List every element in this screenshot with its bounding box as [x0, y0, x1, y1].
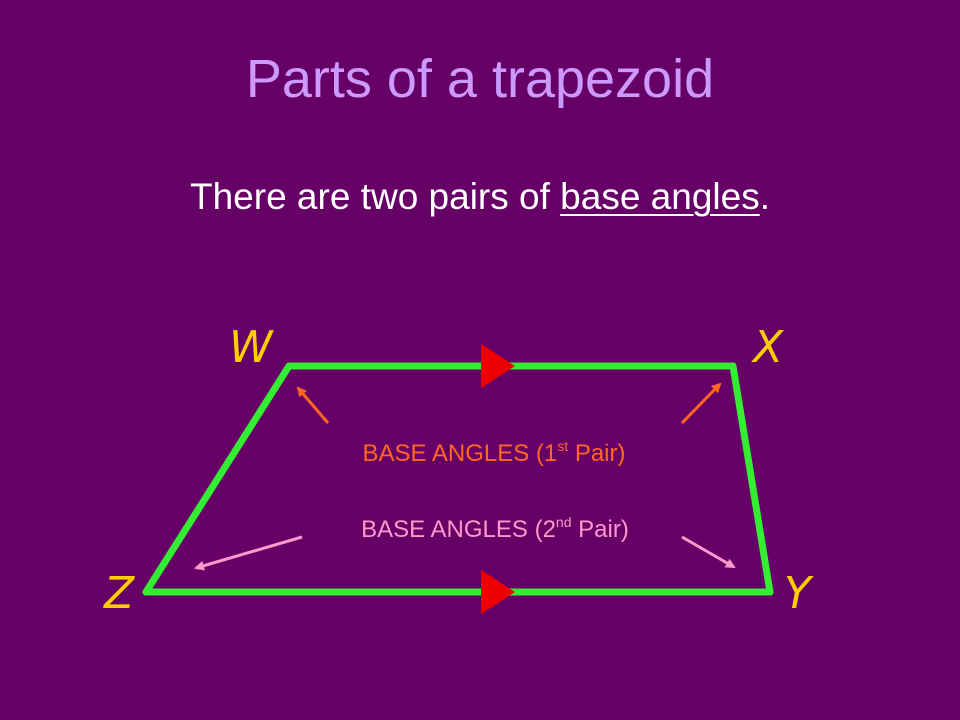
top-parallel-marker [481, 344, 515, 388]
second-pair-label: BASE ANGLES (2nd Pair) [361, 514, 629, 543]
vertex-label-x: X [751, 322, 784, 373]
first-pair-label-prefix: BASE ANGLES (1 [363, 440, 558, 467]
subtitle-term: base angles [560, 176, 760, 217]
trapezoid [142, 362, 774, 596]
first-pair-arrow-right [680, 382, 722, 425]
left-leg [142, 362, 293, 596]
vertex-label-y: Y [784, 568, 814, 619]
subtitle-period: . [759, 176, 770, 217]
first-pair-label-suffix: Pair) [568, 440, 625, 467]
first-pair-label-superscript: st [557, 438, 568, 454]
first-pair-label: BASE ANGLES (1st Pair) [363, 438, 626, 467]
second-pair-label-suffix: Pair) [572, 516, 629, 543]
right-leg [729, 362, 774, 596]
bottom-parallel-marker [481, 570, 515, 614]
first-pair-arrow-left [296, 386, 330, 424]
subtitle-lead-text: There are two pairs of [190, 176, 561, 217]
second-pair-arrow-left [194, 535, 303, 571]
vertex-label-z: Z [103, 568, 135, 619]
second-pair-arrow-right [681, 535, 736, 569]
second-pair-label-superscript: nd [556, 514, 572, 530]
slide-title: Parts of a trapezoid [245, 49, 715, 109]
second-pair-label-prefix: BASE ANGLES (2 [361, 516, 556, 543]
vertex-label-w: W [229, 322, 274, 373]
slide-subtitle: There are two pairs of base angles. [0, 178, 960, 215]
